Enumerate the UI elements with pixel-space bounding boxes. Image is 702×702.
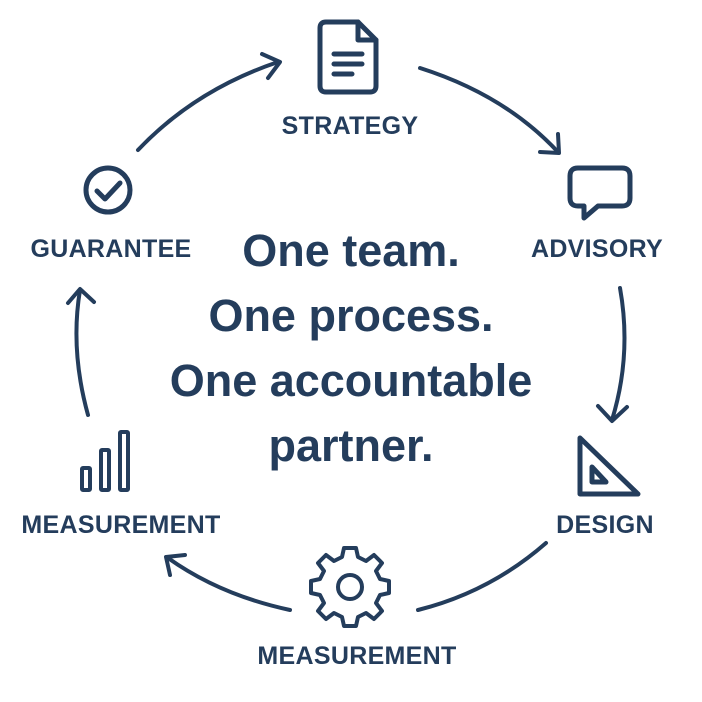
stage-label-measurement-bottom: MEASUREMENT (257, 642, 457, 670)
headline-line-2: One process. (208, 290, 494, 341)
arrow-guarantee-to-strategy (136, 52, 282, 152)
stage-label-advisory: ADVISORY (530, 235, 664, 263)
headline-line-1: One team. (242, 225, 460, 276)
stage-label-design: DESIGN (556, 511, 654, 539)
arrow-strategy-to-advisory (418, 66, 561, 155)
arrow-measurement-to-guarantee (66, 287, 96, 417)
arrow-design-to-measurement (416, 541, 548, 612)
headline: One team. One process. One accountable p… (0, 218, 702, 478)
document-icon (317, 19, 379, 95)
arrow-advisory-to-design (596, 286, 629, 423)
gear-icon (309, 546, 391, 628)
arrow-measurement-to-measurement (164, 553, 292, 612)
stage-label-strategy: STRATEGY (281, 112, 419, 140)
bar-chart-icon (80, 430, 130, 492)
headline-line-4: partner. (268, 420, 434, 471)
set-square-icon (577, 435, 641, 497)
chat-bubble-icon (567, 165, 633, 221)
headline-line-3: One accountable (169, 355, 533, 406)
stage-label-measurement-left: MEASUREMENT (21, 511, 221, 539)
check-circle-icon (83, 165, 133, 215)
stage-label-guarantee: GUARANTEE (30, 235, 192, 263)
